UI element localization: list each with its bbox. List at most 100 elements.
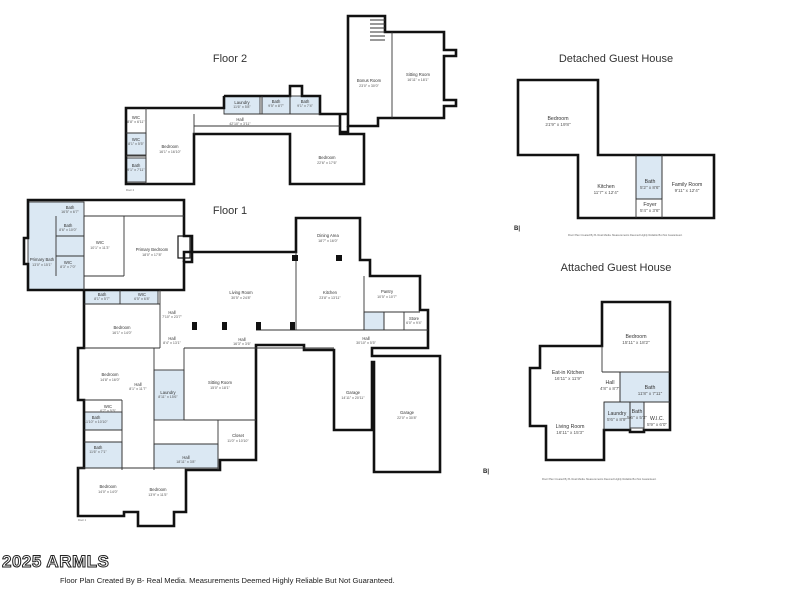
column xyxy=(292,255,298,261)
room-name: Primary Bath xyxy=(30,257,55,262)
room-dim: 5'9" x 6'0" xyxy=(647,422,667,427)
room-dim: 6'0" x 9'4" xyxy=(406,321,422,325)
room-name: Family Room xyxy=(672,182,703,188)
room-dim: 5'2" x 8'6" xyxy=(640,185,660,190)
room-name: Kitchen xyxy=(597,184,614,190)
room-name: Living Room xyxy=(556,424,585,430)
room-name: Store xyxy=(409,316,420,321)
room-dim: 8'4" x 13'1" xyxy=(163,341,181,345)
room-name: Garage xyxy=(346,390,361,395)
detached-wall xyxy=(516,78,716,220)
room-dim: 11'6" x 5'8" xyxy=(233,105,251,109)
floor1-laundry-fill xyxy=(153,369,185,421)
room-name: Hall xyxy=(238,337,245,342)
column xyxy=(256,322,261,330)
room-dim: 7'10" x 23'7" xyxy=(162,315,182,319)
floor1-tag: Floor 1 xyxy=(78,518,87,522)
room-name: Sitting Room xyxy=(208,380,232,385)
attached-guest-house-title: Attached Guest House xyxy=(561,262,672,274)
room-name: Hall xyxy=(362,336,369,341)
detached-bath-fill xyxy=(635,154,663,200)
room-dim: 8'1" x 5'5" xyxy=(128,142,144,146)
room-name: Bath xyxy=(272,99,281,104)
room-dim: 8'6" x 10'0" xyxy=(59,228,77,232)
room-dim: 9'11" x 12'4" xyxy=(675,188,700,193)
room-name: WIC xyxy=(132,115,140,120)
room-name: Bedroom xyxy=(625,334,646,340)
room-name: Bedroom xyxy=(100,484,118,489)
room-dim: 5'6" x 8'9" xyxy=(607,417,627,422)
room-name: Bath xyxy=(132,163,141,168)
floor2-hall-top-wall xyxy=(224,84,348,116)
room-name: WIC xyxy=(96,240,104,245)
attached-guest-house-plan: Bedroom 15'11" x 18'2" Eat-in Kitchen 16… xyxy=(528,300,672,481)
room-name: WIC xyxy=(64,260,72,265)
room-dim: 11'8" x 7'11" xyxy=(638,391,663,396)
room-name: Bath xyxy=(632,409,643,415)
room-name: Bath xyxy=(94,445,103,450)
room-name: Bedroom xyxy=(102,372,120,377)
room-name: Garage xyxy=(400,410,415,415)
room-dim: 8'3" x 7'0" xyxy=(60,265,76,269)
room-dim: 16'3" x 3'6" xyxy=(233,342,251,346)
floor2-tag: Floor 2 xyxy=(126,188,135,192)
room-dim: 15'11" x 18'2" xyxy=(622,340,650,345)
floor1-plan: Bath 16'5" x 6'7" Bath 8'6" x 10'0" WIC … xyxy=(22,198,489,528)
room-name: Hall xyxy=(168,336,175,341)
room-name: Kitchen xyxy=(323,290,338,295)
floor2-plan: Bonus Room 23'0" x 30'0" Sitting Room 16… xyxy=(124,14,458,192)
room-name: Foyer xyxy=(643,202,657,208)
room-dim: 23'0" x 30'0" xyxy=(359,84,379,88)
room-dim: 6'5" x 6'8" xyxy=(134,297,150,301)
room-dim: 14'11" x 20'11" xyxy=(341,396,365,400)
room-name: Hall xyxy=(606,380,615,386)
room-name: Bath xyxy=(301,99,310,104)
room-name: Hall xyxy=(236,117,243,122)
room-dim: 42'10" x 3'11" xyxy=(229,122,251,126)
room-dim: 18'11" x 3'8" xyxy=(176,460,196,464)
room-name: Laundry xyxy=(608,411,627,417)
room-name: W.I.C. xyxy=(650,416,664,422)
room-dim: 16'1" x 16'10" xyxy=(159,150,181,154)
room-dim: 9'5" x 8'7" xyxy=(268,104,284,108)
room-dim: 5'4" x 3'6" xyxy=(640,208,660,213)
room-name: Bedroom xyxy=(547,116,568,122)
attached-wall xyxy=(528,300,672,462)
room-dim: 8'1" x 5'7" xyxy=(94,297,110,301)
room-dim: 13'0" x 15'1" xyxy=(32,263,52,267)
room-dim: 4'8" x 8'7" xyxy=(600,386,620,391)
room-name: Pantry xyxy=(381,289,394,294)
room-dim: 8'1" x 11'7" xyxy=(129,387,147,391)
floor2-bonus-wall xyxy=(346,14,458,128)
room-dim: 22'6" x 17'6" xyxy=(317,161,337,165)
room-dim: 11'10" x 10'10" xyxy=(84,420,108,424)
room-dim: 16'1" x 14'0" xyxy=(112,331,132,335)
room-name: Bedroom xyxy=(150,487,168,492)
room-dim: 10'1" x 11'3" xyxy=(90,246,110,250)
floor1-bath-fill-c xyxy=(363,311,385,331)
room-dim: 8'8" x 6'11" xyxy=(127,120,145,124)
room-dim: 30'10" x 5'5" xyxy=(356,341,376,345)
room-name: WIC xyxy=(104,404,112,409)
detached-guest-house-plan: Bedroom 21'9" x 19'8" Kitchen 11'7" x 12… xyxy=(514,78,716,237)
room-dim: 9'1" x 7'4" xyxy=(297,104,313,108)
floor2-hall-right-wall xyxy=(340,126,350,134)
room-name: Bath xyxy=(645,385,656,391)
room-dim: 8'11" x 15'6" xyxy=(158,395,178,399)
room-name: Hall xyxy=(182,455,189,460)
room-dim: 14'0" x 14'0" xyxy=(98,490,118,494)
column xyxy=(192,322,197,330)
room-name: Bath xyxy=(64,223,73,228)
detached-guest-house-title: Detached Guest House xyxy=(559,53,673,65)
room-name: Bedroom xyxy=(162,144,180,149)
floor2-title: Floor 2 xyxy=(213,53,247,65)
room-dim: 16'11" x 18'1" xyxy=(407,78,429,82)
room-name: Bath xyxy=(92,415,101,420)
room-dim: 18'7" x 16'0" xyxy=(318,239,338,243)
room-dim: 9'1" x 7'11" xyxy=(127,168,145,172)
room-dim: 15'0" x 18'1" xyxy=(210,386,230,390)
room-dim: 16'11" x 15'3" xyxy=(556,430,584,435)
room-dim: 23'8" x 13'11" xyxy=(319,296,341,300)
room-name: Bedroom xyxy=(114,325,132,330)
